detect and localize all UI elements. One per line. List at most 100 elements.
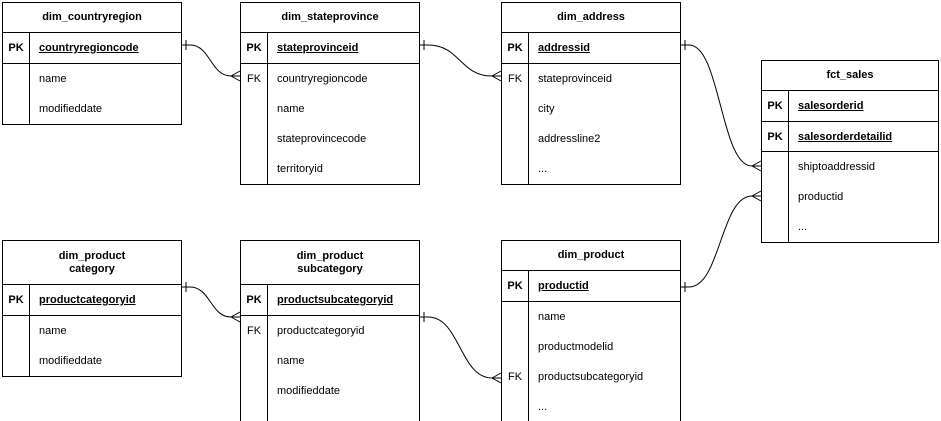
many-marker-rel-productcategory-subcategory — [230, 311, 241, 323]
attribute-fields-dim_product: name productmodelid productsubcategoryid..… — [528, 302, 680, 421]
attribute-fields-dim_productcategory: name modifieddate — [29, 316, 181, 376]
attribute-block-dim_stateprovince: FK countryregioncode name stateprovincecode… — [241, 64, 419, 184]
attribute-block-dim_product: FK name productmodelid productsubcategoryid… — [502, 302, 680, 421]
key-field-dim_stateprovince-stateprovinceid: stateprovinceid — [267, 33, 419, 63]
connector-line-rel-stateprovince-address — [427, 44, 493, 77]
many-marker-rel-product-sales — [751, 190, 762, 202]
key-field-dim_product-productid: productid — [528, 271, 680, 301]
key-tag-dim_countryregion-0: PK — [8, 42, 24, 54]
attribute-fields-dim_stateprovince: countryregioncode name stateprovincecode te… — [267, 64, 419, 184]
key-row-dim_address-addressid[interactable]: PK addressid — [502, 33, 680, 63]
attribute-row-fct_sales-1[interactable]: productid — [798, 191, 844, 203]
key-row-fct_sales-salesorderid[interactable]: PK salesorderid — [762, 91, 938, 121]
fk-tag-dim_stateprovince: FK — [246, 73, 262, 85]
key-block-dim_stateprovince: PK stateprovinceid — [241, 33, 419, 64]
key-block-dim_productsubcategory: PK productsubcategoryid — [241, 285, 419, 316]
attribute-keycolumn-dim_countryregion — [3, 64, 29, 124]
connector-line-rel-subcategory-product — [427, 316, 493, 379]
attribute-keycolumn-dim_product: FK — [502, 302, 528, 421]
entity-title-dim_countryregion: dim_countryregion — [3, 3, 181, 33]
attribute-row-dim_countryregion-0[interactable]: name — [39, 73, 67, 85]
attribute-row-dim_address-0[interactable]: stateprovinceid — [538, 73, 612, 85]
attribute-row-dim_stateprovince-2[interactable]: stateprovincecode — [277, 133, 367, 145]
attribute-row-dim_address-3[interactable]: ... — [538, 163, 548, 175]
key-row-dim_product-productid[interactable]: PK productid — [502, 271, 680, 301]
key-block-dim_product: PK productid — [502, 271, 680, 302]
key-tag-dim_address-0: PK — [507, 42, 523, 54]
attribute-keycolumn-dim_stateprovince: FK — [241, 64, 267, 184]
key-tag-dim_productsubcategory-0: PK — [246, 294, 262, 306]
relationship-rel-product-sales — [681, 190, 762, 292]
attribute-row-fct_sales-0[interactable]: shiptoaddressid — [798, 161, 876, 173]
attribute-row-dim_stateprovince-3[interactable]: territoryid — [277, 163, 323, 175]
attribute-row-dim_stateprovince-0[interactable]: countryregioncode — [277, 73, 368, 85]
attribute-row-dim_address-2[interactable]: addressline2 — [538, 133, 601, 145]
attribute-row-dim_product-1[interactable]: productmodelid — [538, 341, 614, 353]
connector-line-rel-productcategory-subcategory — [189, 286, 232, 318]
key-tag-dim_product-0: PK — [507, 280, 523, 292]
attribute-fields-fct_sales: shiptoaddressid productid... — [788, 152, 938, 242]
relationship-rel-stateprovince-address — [420, 40, 502, 82]
attribute-row-dim_productsubcategory-3[interactable]: ... — [277, 415, 287, 421]
attribute-keycolumn-dim_address: FK — [502, 64, 528, 184]
attribute-row-dim_productsubcategory-0[interactable]: productcategoryid — [277, 325, 365, 337]
fk-tag-dim_productsubcategory: FK — [246, 325, 262, 337]
attribute-row-dim_product-0[interactable]: name — [538, 311, 566, 323]
many-marker-rel-address-sales — [751, 160, 762, 172]
attribute-block-dim_address: FK stateprovinceid city addressline2... — [502, 64, 680, 184]
attribute-fields-dim_countryregion: name modifieddate — [29, 64, 181, 124]
entity-title-dim_stateprovince: dim_stateprovince — [241, 3, 419, 33]
key-tag-fct_sales-1: PK — [767, 130, 783, 143]
attribute-row-dim_stateprovince-1[interactable]: name — [277, 103, 305, 115]
attribute-row-dim_productsubcategory-2[interactable]: modifieddate — [277, 385, 340, 397]
entity-title-dim_productcategory: dim_product category — [3, 241, 181, 285]
attribute-block-dim_productsubcategory: FK productcategoryid name modifieddate... — [241, 316, 419, 421]
attribute-row-dim_productcategory-1[interactable]: modifieddate — [39, 355, 102, 367]
entity-title-fct_sales: fct_sales — [762, 61, 938, 91]
fk-tag-dim_address: FK — [507, 73, 523, 85]
key-tag-dim_stateprovince-0: PK — [246, 42, 262, 54]
key-field-dim_productsubcategory-productsubcategoryid: productsubcategoryid — [267, 285, 419, 315]
fk-tag-dim_product: FK — [507, 371, 523, 383]
entity-title-dim_address: dim_address — [502, 3, 680, 33]
key-field-dim_address-addressid: addressid — [528, 33, 680, 63]
attribute-row-dim_product-2[interactable]: productsubcategoryid — [538, 371, 644, 383]
many-marker-rel-stateprovince-address — [491, 70, 502, 82]
relationship-rel-productcategory-subcategory — [182, 282, 241, 323]
attribute-row-fct_sales-2[interactable]: ... — [798, 221, 808, 233]
attribute-row-dim_address-1[interactable]: city — [538, 103, 555, 115]
attribute-keycolumn-fct_sales — [762, 152, 788, 242]
many-marker-rel-subcategory-product — [491, 372, 502, 384]
attribute-fields-dim_productsubcategory: productcategoryid name modifieddate... — [267, 316, 419, 421]
key-field-dim_countryregion-countryregioncode: countryregioncode — [29, 33, 181, 63]
attribute-block-dim_countryregion: name modifieddate — [3, 64, 181, 124]
attribute-block-dim_productcategory: name modifieddate — [3, 316, 181, 376]
entity-title-dim_productsubcategory: dim_product subcategory — [241, 241, 419, 285]
key-row-dim_countryregion-countryregioncode[interactable]: PK countryregioncode — [3, 33, 181, 63]
relationship-rel-countryregion-stateprovince — [182, 40, 241, 82]
attribute-row-dim_product-3[interactable]: ... — [538, 401, 548, 413]
key-row-dim_stateprovince-stateprovinceid[interactable]: PK stateprovinceid — [241, 33, 419, 63]
relationship-rel-address-sales — [681, 40, 762, 172]
attribute-row-dim_countryregion-1[interactable]: modifieddate — [39, 103, 102, 115]
attribute-row-dim_productcategory-0[interactable]: name — [39, 325, 67, 337]
key-block-dim_address: PK addressid — [502, 33, 680, 64]
attribute-row-dim_productsubcategory-1[interactable]: name — [277, 355, 305, 367]
key-field-fct_sales-salesorderid: salesorderid — [788, 91, 938, 121]
attribute-block-fct_sales: shiptoaddressid productid... — [762, 152, 938, 242]
key-tag-fct_sales-0: PK — [767, 100, 783, 112]
key-row-dim_productsubcategory-productsubcategoryid[interactable]: PK productsubcategoryid — [241, 285, 419, 315]
connector-line-rel-product-sales — [688, 195, 753, 288]
